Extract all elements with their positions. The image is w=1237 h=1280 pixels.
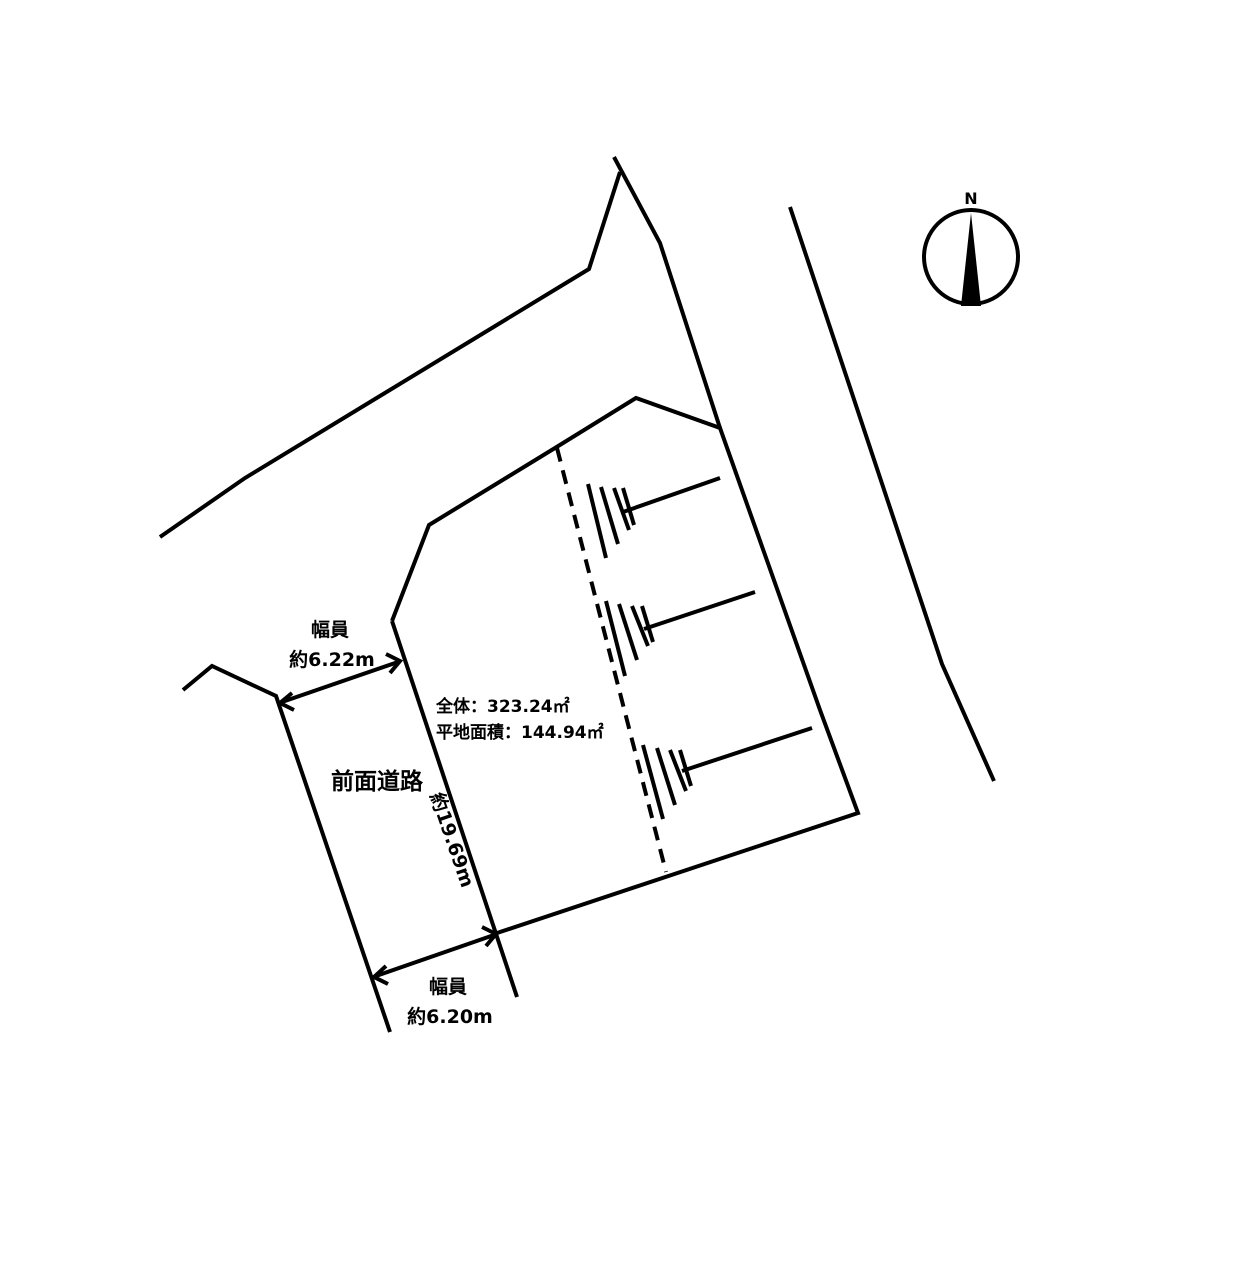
slope-symbol-3 [641, 726, 813, 820]
road-width-top-label: 幅員 [311, 618, 349, 641]
road-width-top-value: 約6.22m [289, 648, 375, 671]
road-width-top-arrow [276, 652, 404, 712]
slope-symbol-2 [604, 590, 756, 677]
slope-boundary-dashed [555, 447, 668, 873]
road-west-edge [181, 663, 392, 1033]
road-width-bottom-arrow [370, 925, 500, 986]
road-width-bottom-label: 幅員 [429, 975, 467, 998]
compass-north-label: N [964, 189, 977, 208]
road-east-edge [390, 620, 519, 998]
slope-symbol-1 [586, 476, 721, 559]
area-total-label: 全体：323.24㎡ [435, 696, 570, 717]
road-width-bottom-value: 約6.20m [407, 1005, 493, 1028]
north-compass: N [922, 189, 1020, 306]
compass-needle-icon [961, 213, 981, 306]
front-road-name: 前面道路 [331, 768, 424, 795]
area-flat-label: 平地面積：144.94㎡ [436, 722, 604, 743]
neighbor-boundary-line [158, 171, 622, 539]
east-road-line [788, 206, 996, 782]
neighbor-peak-line [612, 156, 722, 429]
lot-boundary [390, 395, 861, 935]
